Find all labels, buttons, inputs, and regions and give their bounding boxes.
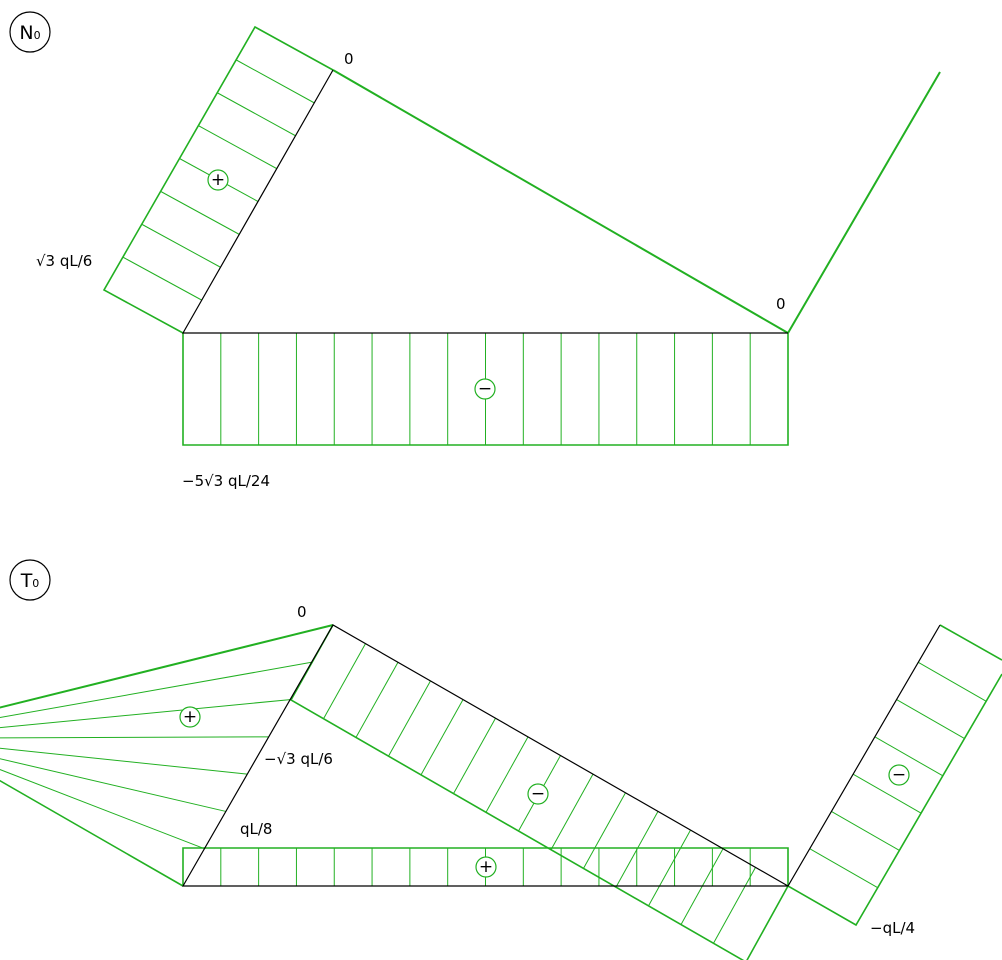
t-left-hatch-line (0, 758, 226, 812)
t-diagonal-hatch-line (485, 736, 529, 813)
n-left-hatch-line (198, 125, 277, 170)
t-diagonal-hatch-line (713, 867, 756, 944)
n-title-subscript: 0 (34, 29, 41, 42)
t-left-hatch-line (0, 736, 269, 739)
t-title-circle (9, 559, 51, 601)
t-left-hatch-line (0, 769, 205, 850)
n-title-circle (9, 11, 51, 53)
t-right-hatch-line (831, 810, 900, 851)
t-horizontal-sign-circle (475, 856, 497, 878)
t-diagram: T0 + − + (0, 559, 1002, 960)
t-right-band-top-edge (939, 624, 1002, 661)
n-left-sign: + (211, 170, 225, 190)
n-diagram: N0 + − 0 0 √3 qL/6 −5√3 qL/24 (9, 11, 941, 490)
t-left-band-hatching (0, 661, 312, 850)
t-left-band-bottom-edge (0, 779, 184, 887)
t-right-band: − (787, 624, 1002, 927)
t-horizontal-sign: + (479, 857, 493, 877)
n-horizontal-band: − (182, 333, 789, 446)
n-diagonal-zero-line (332, 69, 789, 334)
t-right-sign-circle (888, 764, 910, 786)
t-label-horizontal: qL/8 (240, 820, 272, 838)
n-right-zero-line (787, 71, 941, 334)
t-diagonal-sign-circle (527, 783, 549, 805)
n-horizontal-band-hatching (220, 333, 751, 445)
t-diagonal-hatch-line (680, 848, 724, 925)
n-label-left-inclined: √3 qL/6 (36, 252, 92, 270)
t-diagonal-hatch-line (583, 792, 626, 869)
n-left-hatch-line (235, 59, 315, 104)
n-title-letter: N (19, 22, 33, 44)
t-right-band-hatching (809, 661, 987, 889)
t-left-sign: + (183, 707, 197, 727)
t-right-hatch-line (874, 736, 944, 777)
t-diagonal-band: − (289, 624, 789, 960)
t-left-inclined-band: + (0, 624, 334, 887)
t-label-diagonal: −√3 qL/6 (264, 750, 333, 768)
t-right-hatch-line (896, 699, 965, 740)
t-title-letter: T (20, 570, 33, 592)
t-left-sign-circle (179, 706, 201, 728)
t-label-right-member: −qL/4 (870, 919, 915, 937)
t-right-sign: − (892, 765, 906, 785)
t-right-hatch-line (809, 848, 878, 889)
n-left-hatch-line (122, 256, 202, 301)
n-horizontal-sign: − (478, 379, 492, 399)
n-left-hatch-line (217, 92, 296, 137)
t-horizontal-band-hatching (220, 848, 751, 886)
t-diagonal-band-hatching (323, 643, 756, 944)
n-left-sign-circle (207, 169, 229, 191)
t-horizontal-band: + (182, 847, 789, 886)
n-horizontal-sign-circle (474, 378, 496, 400)
t-left-hatch-line (0, 747, 248, 775)
t-diagonal-hatch-line (453, 717, 496, 794)
n-left-band-hatching (122, 59, 315, 301)
t-left-band-top-edge (0, 624, 334, 709)
t-diagonal-hatch-line (648, 829, 691, 907)
t-diagonal-hatch-line (323, 643, 366, 719)
t-left-hatch-line (0, 661, 312, 719)
t-diagonal-hatch-line (420, 699, 464, 776)
t-title-subscript: 0 (32, 577, 39, 590)
n-left-hatch-line (160, 190, 240, 235)
t-diagonal-sign: − (531, 784, 545, 804)
n-left-hatch-line (141, 223, 221, 268)
t-label-top-joint: 0 (297, 603, 307, 621)
svg-text:T0: T0 (20, 570, 40, 592)
n-frame-axis (181, 69, 788, 334)
t-right-band-outer-edge (787, 673, 1002, 927)
t-diagonal-hatch-line (550, 773, 594, 850)
t-right-hatch-line (918, 661, 987, 702)
t-diagram-title: T0 (9, 559, 51, 601)
t-diagonal-hatch-line (355, 662, 399, 738)
t-frame-axis (181, 624, 941, 887)
t-left-hatch-line (0, 699, 291, 729)
svg-text:N0: N0 (19, 22, 40, 44)
n-label-right-joint: 0 (776, 295, 786, 313)
t-right-hatch-line (852, 773, 922, 814)
n-diagram-title: N0 (9, 11, 51, 53)
n-label-top-left-joint: 0 (344, 50, 354, 68)
n-label-horizontal: −5√3 qL/24 (182, 472, 270, 490)
n-left-inclined-band: + (102, 25, 334, 334)
t-diagonal-hatch-line (388, 680, 431, 757)
